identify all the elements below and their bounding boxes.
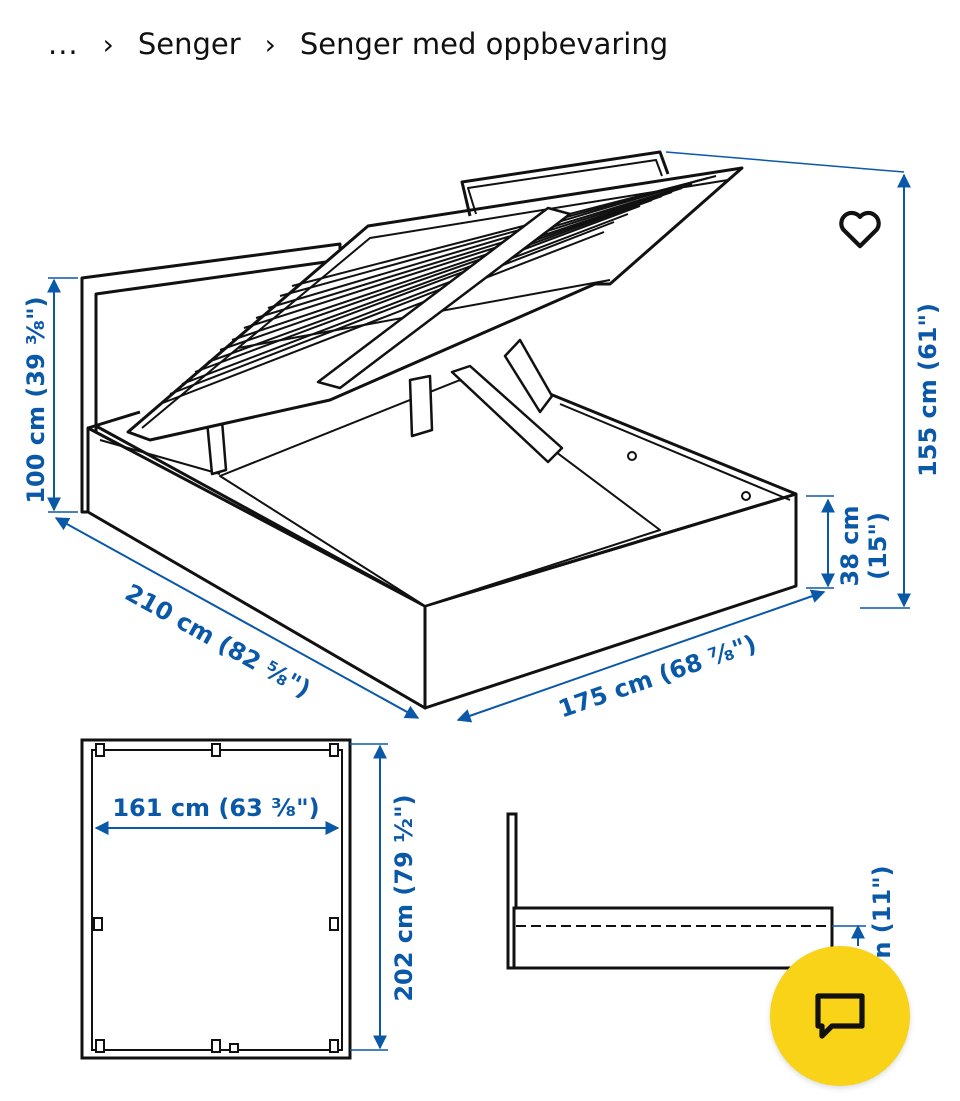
chevron-right-icon: ›: [102, 27, 114, 61]
dim-side-height-partial: n (11"): [868, 865, 896, 958]
dim-frame-height-cm: 38 cm: [836, 506, 864, 587]
dim-total-height: 155 cm (61"): [914, 303, 942, 477]
chat-bubble-icon: [815, 993, 865, 1039]
dim-mattress-length: 202 cm (79 ¹⁄₂"): [390, 794, 418, 1001]
bed-top-view-illustration: [80, 738, 352, 1060]
breadcrumb-senger-med-oppbevaring[interactable]: Senger med oppbevaring: [299, 27, 669, 61]
chat-button[interactable]: [770, 946, 910, 1086]
heart-outline-icon: [839, 210, 881, 249]
dim-frame-height-in: (15"): [864, 512, 892, 580]
breadcrumb-senger[interactable]: Senger: [137, 27, 241, 61]
breadcrumb: ... › Senger › Senger med oppbevaring: [48, 22, 668, 66]
chevron-right-icon: ›: [264, 27, 276, 61]
dim-mattress-width: 161 cm (63 ³⁄₈"): [112, 794, 319, 822]
favorite-button[interactable]: [832, 200, 888, 256]
dim-headboard-height: 100 cm (39 ³⁄₈"): [22, 296, 50, 503]
bed-side-view-illustration: [506, 812, 834, 970]
breadcrumb-ellipsis[interactable]: ...: [48, 27, 79, 61]
